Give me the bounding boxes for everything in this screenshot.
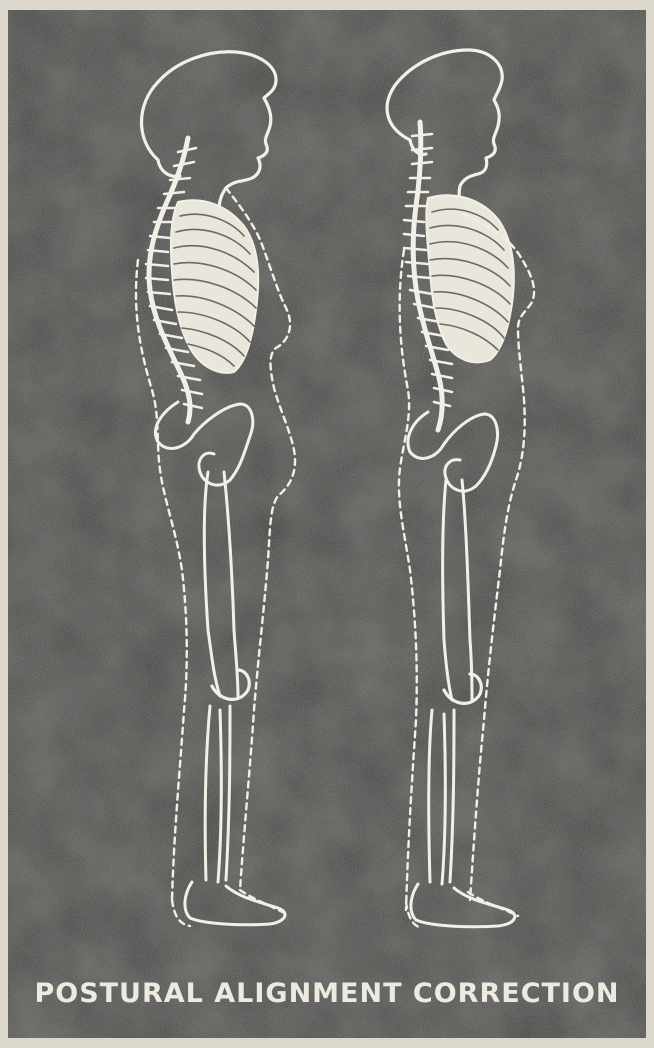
background-grain bbox=[8, 10, 646, 1038]
caption: POSTURAL ALIGNMENT CORRECTION bbox=[8, 978, 646, 1009]
illustration-svg bbox=[8, 10, 646, 1038]
illustration-plate: POSTURAL ALIGNMENT CORRECTION bbox=[8, 10, 646, 1038]
